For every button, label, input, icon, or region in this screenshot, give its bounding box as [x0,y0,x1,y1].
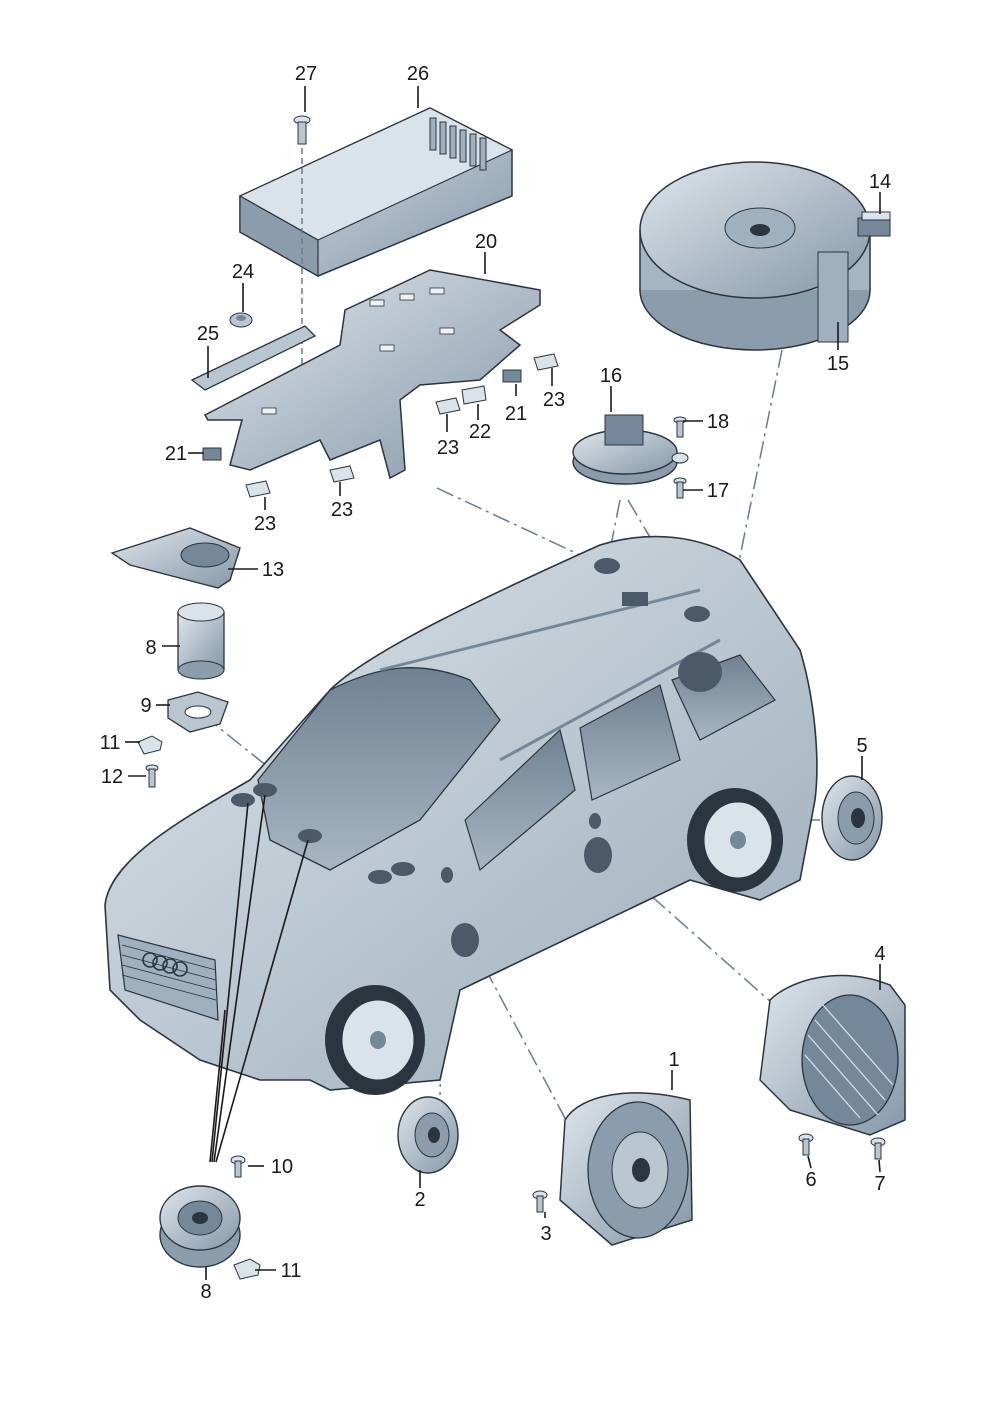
callout-label: 4 [874,943,885,965]
amplifier-group [238,107,514,440]
dash-tweeter-group [110,527,241,788]
clip-21 [502,369,522,383]
callout-label: 20 [475,231,497,253]
callout-label: 7 [874,1173,885,1195]
connector-14 [857,211,891,237]
front-grille [117,934,219,1021]
callout-label: 25 [197,323,219,345]
screw-3 [532,1190,548,1213]
mounting-bracket [203,269,541,480]
windshield [257,667,501,871]
clip-22 [461,385,487,405]
speaker-1-group [532,1092,693,1246]
amplifier-front [239,194,319,278]
speaker-position-marks [231,558,722,957]
clips-23 [245,353,559,498]
amplifier-fins [429,117,487,171]
screw-7 [870,1137,886,1160]
callout-labels: 27 26 14 15 20 24 25 21 21 23 23 23 23 2… [100,63,892,1303]
callout-label: 14 [869,171,891,193]
callout-label: 23 [543,389,565,411]
callout-label: 21 [505,403,527,425]
callout-label: 23 [331,499,353,521]
callout-label: 16 [600,365,622,387]
screw-10 [230,1155,246,1178]
callout-label: 8 [200,1281,211,1303]
callout-label: 27 [295,63,317,85]
speaker-grille-4 [804,1004,894,1119]
bracket-slots [261,287,455,415]
speaker-5-group [821,775,883,861]
clip-23 [245,480,271,498]
callout-label: 5 [856,735,867,757]
callout-label: 6 [805,1169,816,1191]
callout-label: 11 [281,1260,302,1282]
callout-label: 13 [262,559,284,581]
brand-rings [142,952,188,977]
clip-11-upper [137,735,163,755]
callout-label: 1 [668,1049,679,1071]
clip-11-lower [233,1258,261,1280]
screw-27 [293,115,311,145]
callout-label: 23 [254,513,276,535]
bracket-group [190,269,559,498]
speaker-2-group [397,1096,459,1174]
callout-label: 12 [101,766,123,788]
callout-label: 26 [407,63,429,85]
callout-label: 3 [540,1223,551,1245]
screw-17 [673,477,687,499]
callout-label: 11 [100,732,121,754]
front-door-window [464,728,576,872]
screw-18 [673,416,687,438]
subwoofer-strap [817,251,849,343]
clip-23 [435,397,461,415]
speaker-4-group [759,974,906,1160]
screw-12 [145,764,159,788]
callout-label: 23 [437,437,459,459]
callout-label: 21 [165,443,187,465]
callout-label: 15 [827,353,849,375]
rear-wheel [687,788,783,892]
strip-25 [190,325,317,391]
screw-6 [798,1133,814,1156]
tweeter-8-upper [177,602,225,680]
callout-label: 22 [469,421,491,443]
callout-label: 9 [140,695,151,717]
callout-label: 24 [232,261,254,283]
car-body [104,535,818,1091]
rear-door-window [579,684,681,801]
roof-speaker-group [572,414,689,499]
vehicle-outline [104,535,818,1095]
callout-label: 8 [145,637,156,659]
callout-label: 2 [414,1189,425,1211]
callout-label: 10 [271,1156,293,1178]
leader-lines [125,86,881,1280]
speaker-8-lower-group [159,1155,261,1280]
clip-21 [202,447,222,461]
nut-24 [229,312,253,328]
callout-label: 17 [707,480,729,502]
subwoofer-group [639,161,891,351]
clip-23 [329,465,355,483]
front-wheel [325,985,425,1095]
clip-23 [533,353,559,371]
callout-label: 18 [707,411,729,433]
clips-21 [202,369,522,461]
assignment-line [607,499,621,561]
